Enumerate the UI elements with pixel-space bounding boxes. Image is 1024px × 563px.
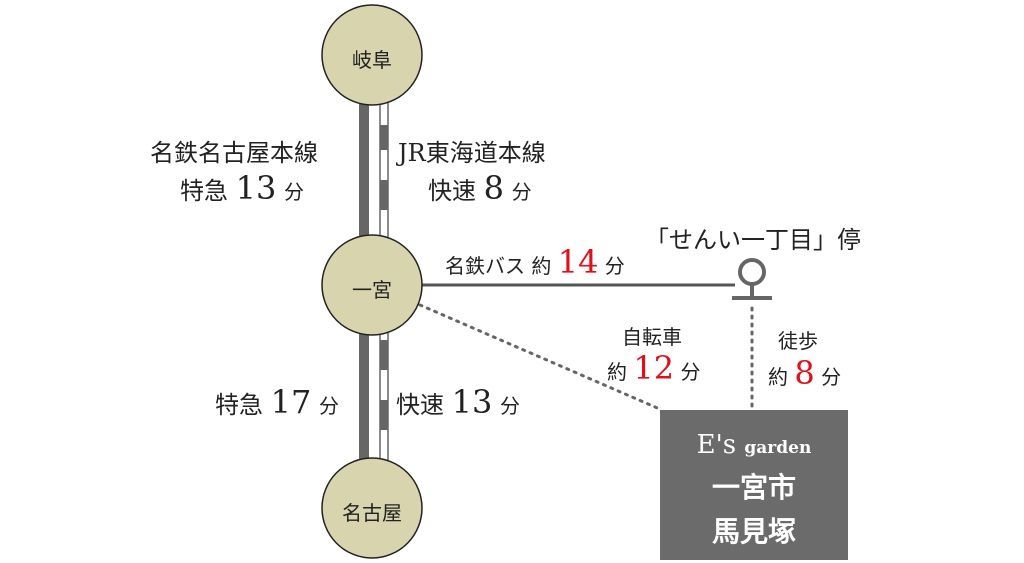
meitetsu-lower-time: 特急 17 分 (215, 383, 339, 421)
meitetsu-upper-time: 特急 13 分 (180, 169, 304, 207)
destination-box: E's garden 一宮市 馬見塚 (660, 410, 848, 560)
walk-label: 徒歩 (778, 329, 818, 353)
walk-time: 約 8 分 (768, 354, 842, 392)
bike-time: 約 12 分 (607, 349, 701, 387)
bus-time: 名鉄バス 約 14 分 (445, 243, 625, 281)
brand-logo: E's garden (696, 430, 812, 460)
station-gifu-circle (321, 4, 423, 106)
station-nagoya-circle (321, 457, 423, 559)
bike-label: 自転車 (622, 325, 682, 349)
jr-upper-time: 快速 8 分 (428, 169, 532, 207)
jr-lower-time: 快速 13 分 (396, 383, 520, 421)
bus-stop-name: 「せんい一丁目」停 (645, 226, 861, 254)
destination-area: 馬見塚 (711, 515, 796, 548)
station-nagoya: 名古屋 (342, 501, 402, 525)
meitetsu-line-label: 名鉄名古屋本線 (150, 139, 318, 167)
jr-line-label: JR東海道本線 (398, 139, 546, 167)
station-gifu: 岐阜 (352, 48, 392, 72)
bus-stop-icon (732, 258, 772, 300)
destination-city: 一宮市 (711, 471, 796, 504)
station-ichinomiya: 一宮 (352, 278, 392, 302)
station-ichinomiya-circle (321, 234, 423, 336)
